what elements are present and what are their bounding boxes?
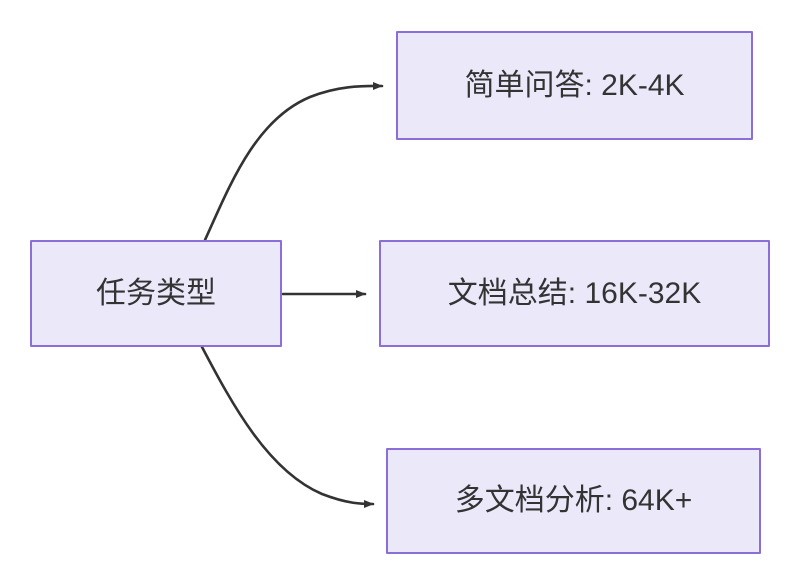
node-label: 简单问答: 2K-4K [464, 68, 685, 102]
node-label: 多文档分析: 64K+ [454, 484, 693, 517]
node-task-type[interactable]: 任务类型 [30, 240, 282, 347]
node-label: 文档总结: 16K-32K [447, 276, 702, 310]
node-document-summary[interactable]: 文档总结: 16K-32K [379, 240, 770, 347]
node-simple-qa[interactable]: 简单问答: 2K-4K [396, 31, 753, 140]
edge-source-to-simple [203, 81, 384, 242]
edge-source-to-multi [200, 345, 375, 508]
node-label: 任务类型 [96, 276, 216, 310]
node-multi-document-analysis[interactable]: 多文档分析: 64K+ [386, 448, 761, 554]
